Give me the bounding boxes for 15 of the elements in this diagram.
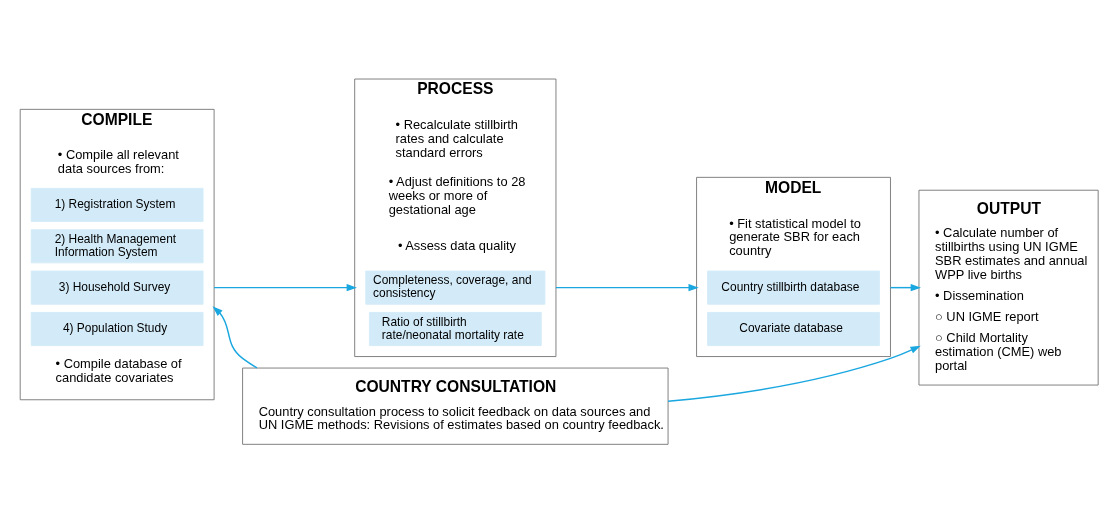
node-box: 2) Health Management Information System — [30, 229, 204, 264]
node-box: Country stillbirth database — [707, 270, 880, 305]
node-box: OUTPUT • Calculate number of stillbirths using UN IGME SBR estimates and annual WPP live births • Dissemination ○ UN IGME report ○ Child Mortality estimation (CME) web portal — [918, 189, 1099, 386]
node-box: Ratio of stillbirth rate/neonatal mortality rate — [368, 312, 542, 346]
node-box: 3) Household Survey — [30, 270, 204, 305]
arrow — [889, 284, 921, 292]
node-box: COUNTRY CONSULTATION Country consultation process to solicit feedback on data sources and UN IGME methods: Revisions of estimates based on country feedback. — [242, 367, 669, 445]
arrow — [555, 284, 699, 292]
arrow — [667, 345, 921, 402]
node-box: 4) Population Study — [30, 312, 204, 346]
arrow — [212, 306, 258, 369]
node-box: Completeness, coverage, and consistency — [365, 270, 546, 305]
node-box: Covariate database — [707, 312, 880, 346]
node-box: 1) Registration System — [30, 187, 204, 222]
arrow — [213, 284, 357, 292]
